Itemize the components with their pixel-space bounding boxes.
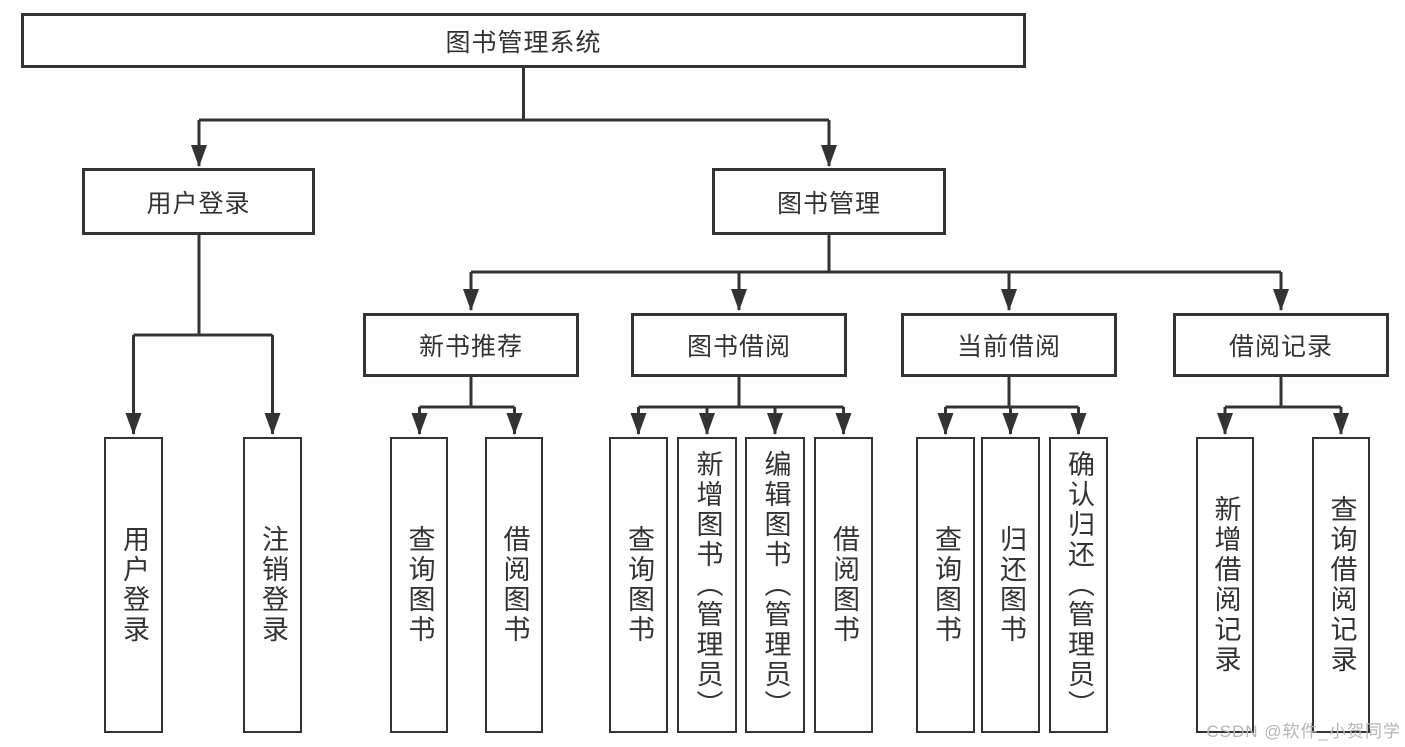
csdn-watermark: CSDN @软件_小贺同学 [1206,722,1401,741]
leaf-label: 查询图书 [624,525,654,645]
node-current-borrow: 当前借阅 [901,313,1117,377]
node-label: 新书推荐 [418,333,523,361]
node-label: 用户登录 [146,189,251,218]
leaf-records-add-borrow-record: 新增借阅记录 [1196,437,1254,733]
leaf-label: 注销登录 [258,525,288,645]
leaf-borrow-borrow-book: 借阅图书 [814,437,873,733]
node-book-management: 图书管理 [712,168,946,235]
leaf-label: 编辑图书（管理员） [760,450,791,720]
leaf-label: 借阅图书 [829,525,859,645]
leaf-newbooks-query-book: 查询图书 [390,437,448,733]
node-new-book-recommend: 新书推荐 [363,313,579,377]
leaf-newbooks-borrow-book: 借阅图书 [485,437,543,733]
leaf-label: 查询借阅记录 [1326,495,1357,675]
node-book-borrow: 图书借阅 [631,313,847,377]
leaf-current-query-book: 查询图书 [916,437,975,733]
leaf-label: 新增借阅记录 [1210,495,1241,675]
node-label: 图书管理系统 [445,28,602,57]
leaf-label: 借阅图书 [499,525,530,645]
node-label: 当前借阅 [956,333,1061,361]
leaf-label: 新增图书（管理员） [692,450,723,720]
leaf-records-query-borrow-record: 查询借阅记录 [1312,437,1370,733]
leaf-borrow-query-book: 查询图书 [609,437,668,733]
node-root-system: 图书管理系统 [21,13,1026,68]
node-label: 图书借阅 [686,333,791,361]
node-borrow-records: 借阅记录 [1173,313,1389,377]
leaf-label: 查询图书 [931,525,961,645]
node-label: 图书管理 [776,189,881,218]
leaf-label: 查询图书 [404,525,435,645]
node-user-login: 用户登录 [82,168,315,235]
leaf-logout-login: 注销登录 [243,437,302,733]
leaf-label: 确认归还（管理员） [1064,450,1094,720]
leaf-borrow-edit-book-admin: 编辑图书（管理员） [745,437,805,733]
leaf-current-confirm-return-admin: 确认归还（管理员） [1049,437,1108,733]
leaf-label: 归还图书 [996,525,1026,645]
leaf-current-return-book: 归还图书 [981,437,1040,733]
leaf-label: 用户登录 [119,525,149,645]
leaf-borrow-add-book-admin: 新增图书（管理员） [677,437,737,733]
node-label: 借阅记录 [1228,333,1333,361]
leaf-user-login: 用户登录 [104,437,163,733]
